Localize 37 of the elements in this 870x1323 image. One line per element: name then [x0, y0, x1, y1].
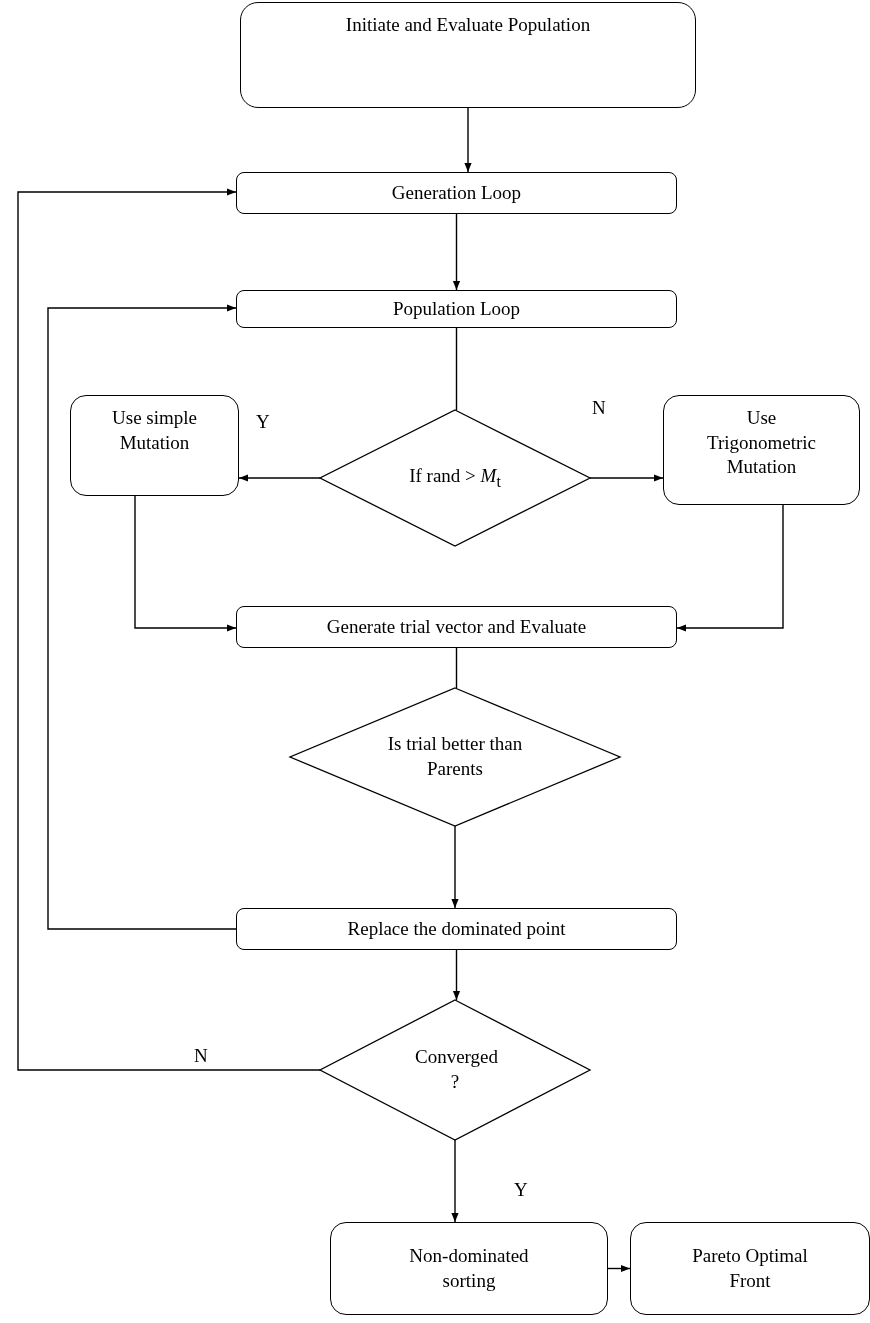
process-box: [236, 606, 677, 648]
arrow: [47, 304, 237, 930]
node-text: Pareto Optimal Front: [691, 1243, 809, 1293]
arrow: [676, 504, 784, 632]
node-text: Non-dominated sorting: [408, 1243, 530, 1293]
process-box: [663, 395, 860, 505]
node-text: Is trial better than Parents: [386, 732, 524, 781]
node-text: Generation Loop: [391, 180, 522, 205]
process-box: [236, 908, 677, 950]
arrow: [589, 474, 664, 482]
node-text: If rand > M$_{t}$: [409, 463, 501, 492]
arrow: [17, 188, 321, 1071]
node-text: Population Loop: [392, 296, 521, 321]
arrow: [238, 474, 321, 482]
arrow: [451, 1139, 459, 1223]
connector-line: [455, 647, 458, 689]
node-text: Initiate and Evaluate Population: [345, 13, 591, 37]
process-box: [630, 1222, 870, 1315]
process-box: [330, 1222, 608, 1315]
arrow: [464, 107, 472, 173]
node-text: Replace the dominated point: [347, 916, 566, 941]
arrow: [452, 213, 461, 291]
node-text: Use Trigonometric Mutation: [705, 406, 818, 480]
arrow: [134, 495, 237, 632]
decision-diamond: [320, 410, 590, 546]
decision-diamond: [290, 688, 620, 826]
process-box: [236, 172, 677, 214]
process-box: [240, 2, 696, 108]
node-text: Use simple Mutation: [111, 406, 198, 455]
process-box: [236, 290, 677, 328]
node-text: Generate trial vector and Evaluate: [326, 614, 587, 639]
process-box: [70, 395, 239, 496]
arrow: [452, 949, 461, 1001]
connector-line: [455, 327, 458, 411]
decision-diamond: [320, 1000, 590, 1140]
arrow: [451, 825, 459, 909]
arrow: [607, 1264, 631, 1273]
